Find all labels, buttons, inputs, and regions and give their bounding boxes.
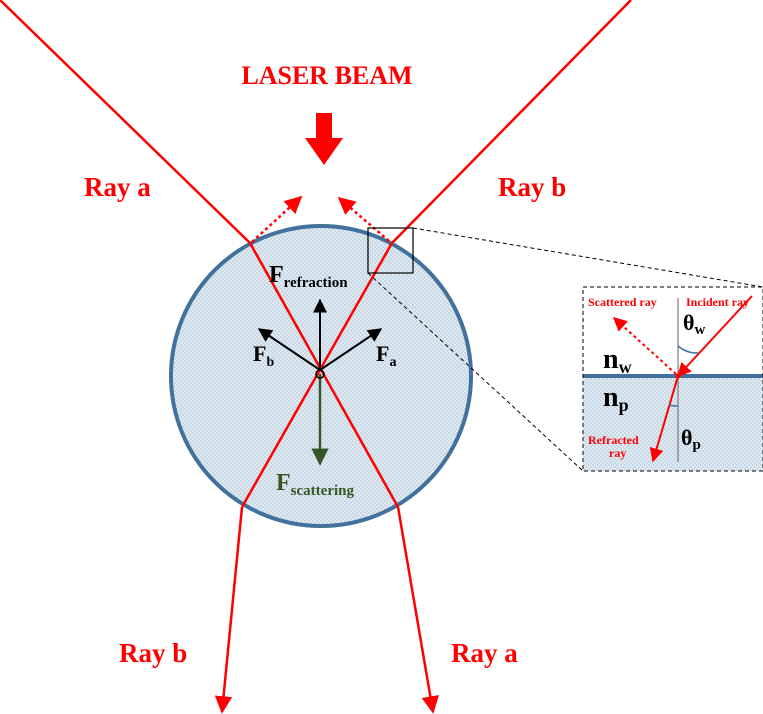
ray-a-bottom-label: Ray a (451, 638, 518, 668)
ray-b-incident (391, 0, 632, 244)
inset-refracted-ray-label-2: ray (609, 446, 626, 460)
inset-angle-p-arc (668, 404, 679, 407)
force-scattering-label: Fscattering (276, 470, 354, 499)
scattered-ray-left (251, 195, 303, 243)
force-refraction-label: Frefraction (269, 262, 348, 291)
scattered-ray-right (337, 196, 390, 242)
ray-b-internal (240, 242, 394, 508)
particle-center (315, 369, 325, 379)
inset-refracted-ray (649, 375, 679, 463)
inset-scattered-ray-label: Scattered ray (588, 295, 657, 309)
inset-detail (583, 287, 763, 471)
inset-incident-ray (677, 295, 753, 378)
zoom-connector-top (412, 227, 763, 288)
zoom-box (367, 227, 414, 274)
inset-theta-w-label: θw (683, 310, 705, 338)
inset-scattered-ray (612, 317, 677, 375)
ray-a-exit (396, 506, 439, 714)
force-a-arrow (319, 328, 383, 371)
inset-theta-p-label: θp (681, 425, 701, 453)
laser-beam-label: LASER BEAM (241, 61, 412, 90)
ray-b-exit (214, 506, 244, 714)
inset-angle-w-arc (677, 345, 700, 354)
laser-beam-arrow (305, 113, 343, 165)
inset-refracted-ray-label-1: Refracted (588, 433, 639, 447)
force-b-arrow (257, 328, 321, 371)
ray-b-top-label: Ray b (498, 172, 566, 202)
ray-a-top-label: Ray a (84, 172, 151, 202)
ray-b-bottom-label: Ray b (119, 638, 187, 668)
inset-n-w-label: nw (603, 344, 632, 377)
force-a-label: Fa (376, 341, 396, 370)
ray-a-incident (0, 0, 251, 244)
inset-n-p-label: np (603, 382, 629, 415)
force-b-label: Fb (253, 341, 274, 370)
inset-incident-ray-label: Incident ray (686, 295, 749, 309)
